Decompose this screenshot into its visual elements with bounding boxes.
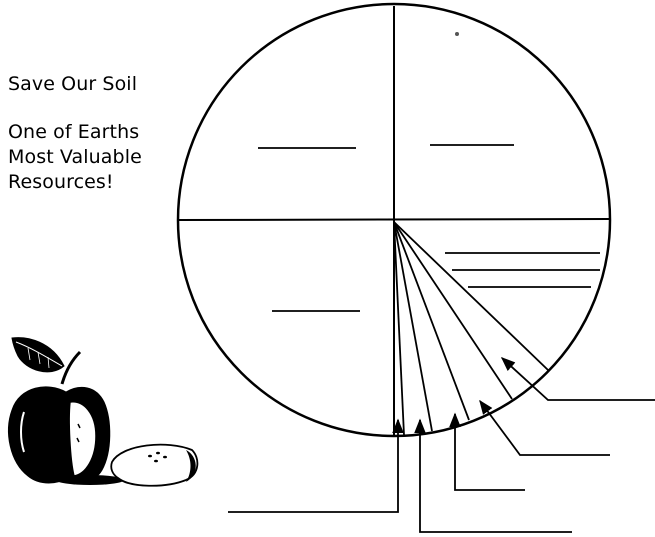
speck bbox=[455, 32, 459, 36]
arrow-4 bbox=[420, 420, 572, 532]
arrow-1 bbox=[502, 358, 655, 400]
label-arrows bbox=[228, 358, 655, 532]
slice-line-2 bbox=[394, 222, 512, 399]
apple-with-leaf-icon bbox=[9, 338, 124, 485]
horizontal-divider bbox=[179, 219, 609, 220]
slice-line-3 bbox=[394, 222, 469, 420]
slice-lines bbox=[394, 222, 548, 435]
answer-blanks bbox=[258, 145, 600, 311]
arrow-3 bbox=[455, 414, 525, 490]
apple-slice-icon bbox=[111, 445, 197, 486]
